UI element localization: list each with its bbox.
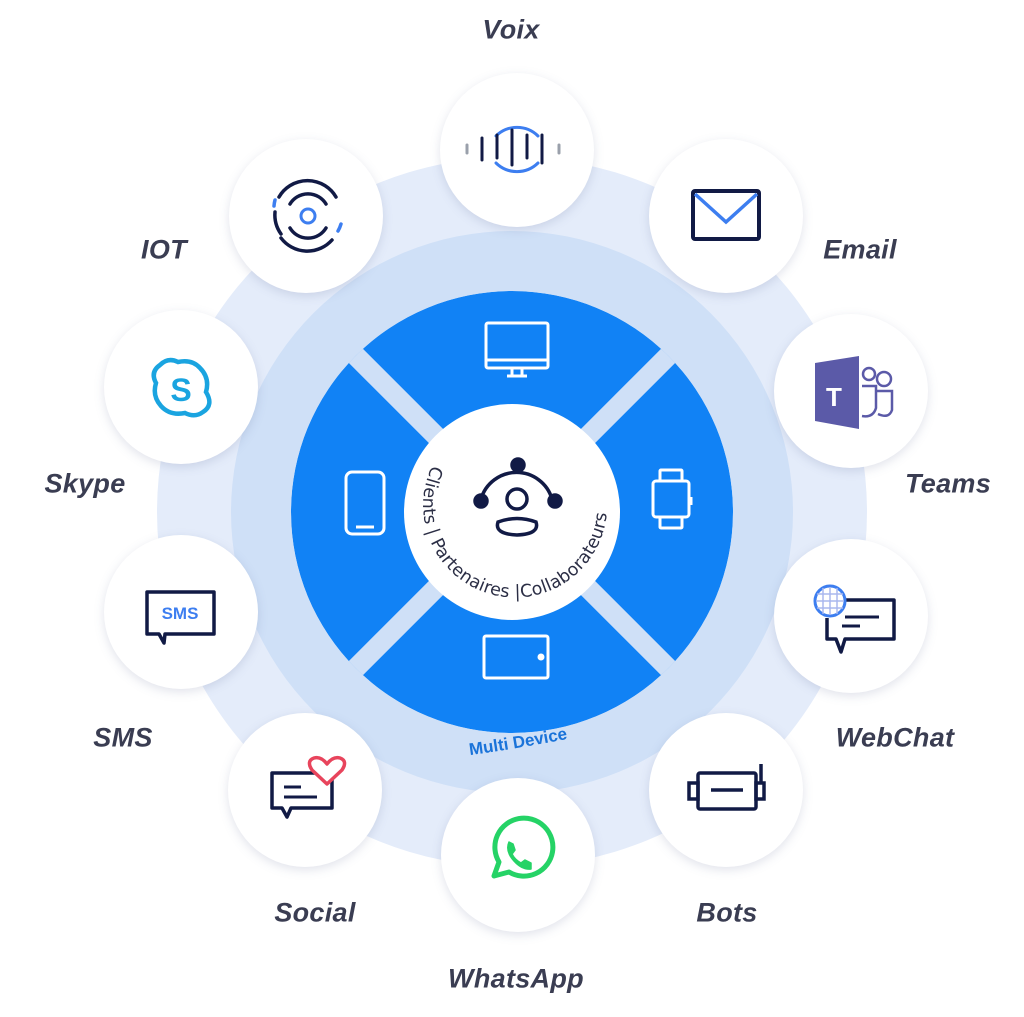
label-bots: Bots <box>696 897 758 928</box>
people-network-icon <box>473 457 563 537</box>
label-iot: IOT <box>141 234 187 265</box>
channel-webchat[interactable] <box>774 539 928 693</box>
label-social: Social <box>274 897 356 928</box>
label-teams: Teams <box>904 468 992 499</box>
webchat-globe-icon <box>813 584 896 654</box>
label-whatsapp: WhatsApp <box>448 963 584 994</box>
center-circle <box>404 404 620 620</box>
sms-icon-text: SMS <box>162 604 199 623</box>
channel-teams[interactable]: T <box>774 314 928 468</box>
channel-sms[interactable]: SMS <box>104 535 258 689</box>
channel-skype[interactable]: S <box>104 310 258 464</box>
monitor-icon <box>484 321 550 378</box>
channel-social[interactable] <box>228 713 382 867</box>
microsoft-teams-icon: T <box>815 356 894 429</box>
svg-text:T: T <box>826 382 842 412</box>
envelope-icon <box>691 189 761 241</box>
label-email: Email <box>823 234 897 265</box>
skype-icon: S <box>151 357 212 418</box>
channel-email[interactable] <box>649 139 803 293</box>
smartphone-icon <box>344 470 386 536</box>
channel-whatsapp[interactable] <box>441 778 595 932</box>
channel-bots[interactable] <box>649 713 803 867</box>
svg-text:S: S <box>170 372 191 408</box>
channel-iot[interactable] <box>229 139 383 293</box>
smartwatch-icon <box>651 468 693 530</box>
label-voix: Voix <box>482 14 540 45</box>
label-sms: SMS <box>93 722 153 753</box>
tablet-icon <box>482 634 550 680</box>
iot-signal-icon <box>272 178 343 253</box>
channel-voix[interactable] <box>440 73 594 227</box>
label-skype: Skype <box>44 468 126 499</box>
whatsapp-icon <box>491 815 556 879</box>
label-webchat: WebChat <box>835 722 955 753</box>
voice-waveform-icon <box>465 125 561 174</box>
sms-bubble-icon: SMS <box>145 590 216 645</box>
social-heart-chat-icon <box>270 755 347 819</box>
bot-device-icon <box>687 764 766 811</box>
